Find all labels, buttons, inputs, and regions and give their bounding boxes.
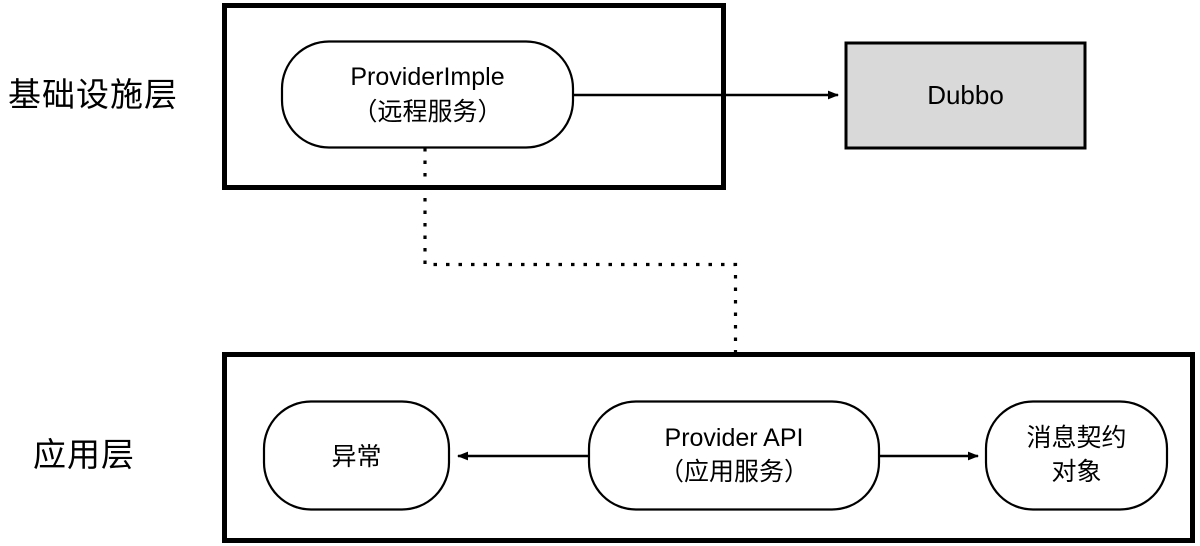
layer-label-infrastructure-text: 基础设施层 [8, 76, 178, 113]
node-message-contract-label: 消息契约 对象 [986, 401, 1167, 509]
node-provider-api-line2: （应用服务） [658, 458, 809, 486]
node-exception-label: 异常 [264, 401, 449, 509]
layer-label-application-text: 应用层 [33, 436, 135, 473]
layer-label-application: 应用层 [33, 436, 213, 473]
node-provider-api-label: Provider API （应用服务） [589, 401, 879, 509]
layer-label-infrastructure: 基础设施层 [8, 76, 208, 113]
node-provider-imple-label: ProviderImple （远程服务） [282, 41, 573, 148]
node-provider-imple-line1: ProviderImple [350, 63, 505, 91]
node-dubbo-line1: Dubbo [927, 80, 1004, 110]
node-exception-line1: 异常 [331, 443, 382, 471]
node-dubbo-label: Dubbo [846, 43, 1085, 148]
node-message-contract-shape[interactable] [984, 400, 1169, 511]
node-message-contract-line2: 对象 [1051, 458, 1102, 486]
node-dubbo-shape[interactable] [844, 41, 1087, 150]
node-provider-api-line1: Provider API [664, 423, 804, 452]
node-provider-imple-line2: （远程服务） [352, 97, 503, 126]
node-exception-shape[interactable] [262, 400, 451, 511]
node-message-contract-line1: 消息契约 [1026, 423, 1127, 452]
